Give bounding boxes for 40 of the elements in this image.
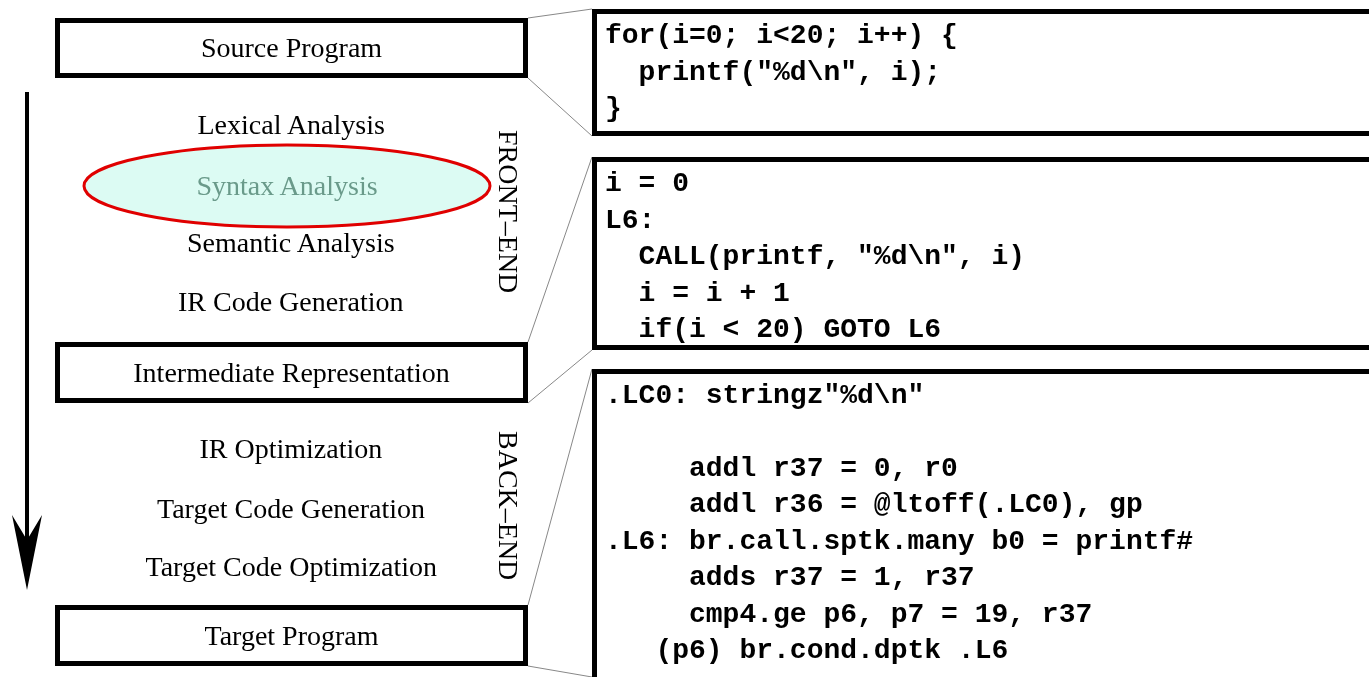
phase-label: Target Code Generation (157, 493, 426, 525)
code-line: CALL(printf, "%d\n", i) (637, 240, 1026, 274)
highlight-ellipse (82, 143, 492, 229)
code-line: (p6) br.cond.dptk .L6 (654, 634, 1009, 668)
code-line: addl r36 = @ltoff(.LC0), gp (688, 488, 1143, 522)
code-line: adds r37 = 1, r37 (688, 561, 975, 595)
connector-line (527, 368, 593, 606)
section-label: FRONT–END (492, 129, 524, 293)
code-line: .L6: br.call.sptk.many b0 = printf# (605, 524, 1194, 559)
code-line: if(i < 20) GOTO L6 (637, 313, 942, 347)
code-line: } (605, 92, 622, 126)
code-panel (592, 369, 1369, 677)
program-box (55, 342, 528, 403)
box-title: Source Program (200, 32, 383, 64)
code-line: i = 0 (605, 167, 689, 201)
code-line: addl r37 = 0, r0 (688, 451, 958, 486)
code-line: .LC0: stringz"%d\n" (605, 379, 925, 413)
box-title: Intermediate Representation (133, 356, 450, 389)
code-line: L6: (605, 203, 656, 238)
code-panel (592, 157, 1369, 350)
phase-label: IR Code Generation (178, 286, 404, 318)
phase-label: Lexical Analysis (197, 109, 385, 141)
code-line: cmp4.ge p6, p7 = 19, r37 (688, 597, 1093, 632)
box-title: Target Program (204, 619, 379, 652)
connector-line (527, 8, 593, 19)
code-line: printf("%d\n", i); (637, 55, 942, 90)
phase-label: Target Code Optimization (145, 551, 437, 583)
code-line: i = i + 1 (637, 276, 790, 311)
connector-line (527, 349, 593, 404)
connector-line (527, 156, 593, 343)
section-label: BACK–END (492, 430, 524, 580)
connector-line (527, 77, 593, 137)
phase-label: IR Optimization (199, 433, 383, 465)
code-line: for(i=0; i<20; i++) { (605, 19, 958, 53)
program-box (55, 605, 528, 666)
program-box (55, 18, 528, 78)
code-panel (592, 9, 1369, 136)
stage-label: Syntax Analysis (196, 170, 378, 202)
phase-label: Semantic Analysis (187, 227, 395, 259)
connector-line (527, 665, 593, 677)
